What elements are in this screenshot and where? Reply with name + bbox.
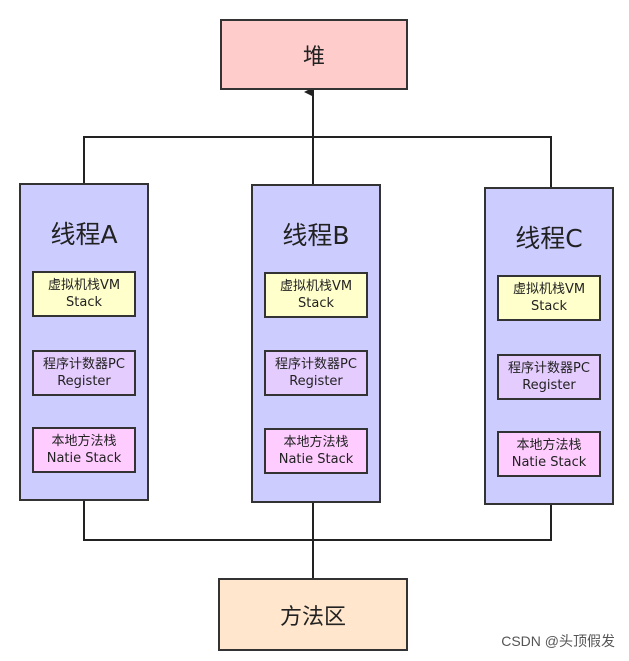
watermark-text: CSDN @头顶假发 <box>501 633 615 649</box>
thread-c-native-stack: 本地方法栈 Natie Stack <box>497 431 601 477</box>
vm-stack-line2: Stack <box>66 295 102 310</box>
vm-stack-line1: 虚拟机栈VM <box>512 282 586 297</box>
connector-thread-a-to-method <box>83 500 313 541</box>
thread-c-pc-register: 程序计数器PC Register <box>497 354 601 400</box>
thread-b-box: 线程B 虚拟机栈VM Stack 程序计数器PC Register 本地方法栈 … <box>251 184 381 503</box>
thread-b-vm-stack: 虚拟机栈VM Stack <box>264 272 368 318</box>
pc-register-line2: Register <box>289 374 343 389</box>
vm-stack-line1: 虚拟机栈VM <box>47 278 121 293</box>
vm-stack-line1: 虚拟机栈VM <box>279 279 353 294</box>
connector-thread-c-to-method <box>313 504 552 541</box>
method-area-label: 方法区 <box>279 604 346 630</box>
pc-register-line2: Register <box>57 374 111 389</box>
thread-c-title: 线程C <box>515 224 583 253</box>
pc-register-line1: 程序计数器PC <box>508 361 590 376</box>
thread-c-box: 线程C 虚拟机栈VM Stack 程序计数器PC Register 本地方法栈 … <box>484 187 614 505</box>
vm-stack-line2: Stack <box>298 296 334 311</box>
thread-b-native-stack: 本地方法栈 Natie Stack <box>264 428 368 474</box>
native-stack-line2: Natie Stack <box>46 451 122 466</box>
pc-register-line1: 程序计数器PC <box>43 357 125 372</box>
heap-box: 堆 <box>220 19 408 90</box>
thread-b-title: 线程B <box>282 221 350 250</box>
thread-a-native-stack: 本地方法栈 Natie Stack <box>32 427 136 473</box>
pc-register-line1: 程序计数器PC <box>275 357 357 372</box>
native-stack-line1: 本地方法栈 <box>516 438 582 453</box>
thread-c-vm-stack: 虚拟机栈VM Stack <box>497 275 601 321</box>
native-stack-line1: 本地方法栈 <box>283 435 349 450</box>
thread-b-pc-register: 程序计数器PC Register <box>264 350 368 396</box>
native-stack-line2: Natie Stack <box>511 455 587 470</box>
vm-stack-line2: Stack <box>531 299 567 314</box>
thread-a-box: 线程A 虚拟机栈VM Stack 程序计数器PC Register 本地方法栈 … <box>19 183 149 501</box>
thread-a-vm-stack: 虚拟机栈VM Stack <box>32 271 136 317</box>
pc-register-line2: Register <box>522 378 576 393</box>
thread-a-title: 线程A <box>50 220 118 249</box>
heap-label: 堆 <box>302 44 325 70</box>
thread-a-pc-register: 程序计数器PC Register <box>32 350 136 396</box>
native-stack-line2: Natie Stack <box>278 452 354 467</box>
native-stack-line1: 本地方法栈 <box>51 434 117 449</box>
method-area-box: 方法区 <box>218 578 408 651</box>
connector-thread-c-to-heap <box>313 136 552 187</box>
connector-thread-a-to-heap <box>83 136 313 183</box>
